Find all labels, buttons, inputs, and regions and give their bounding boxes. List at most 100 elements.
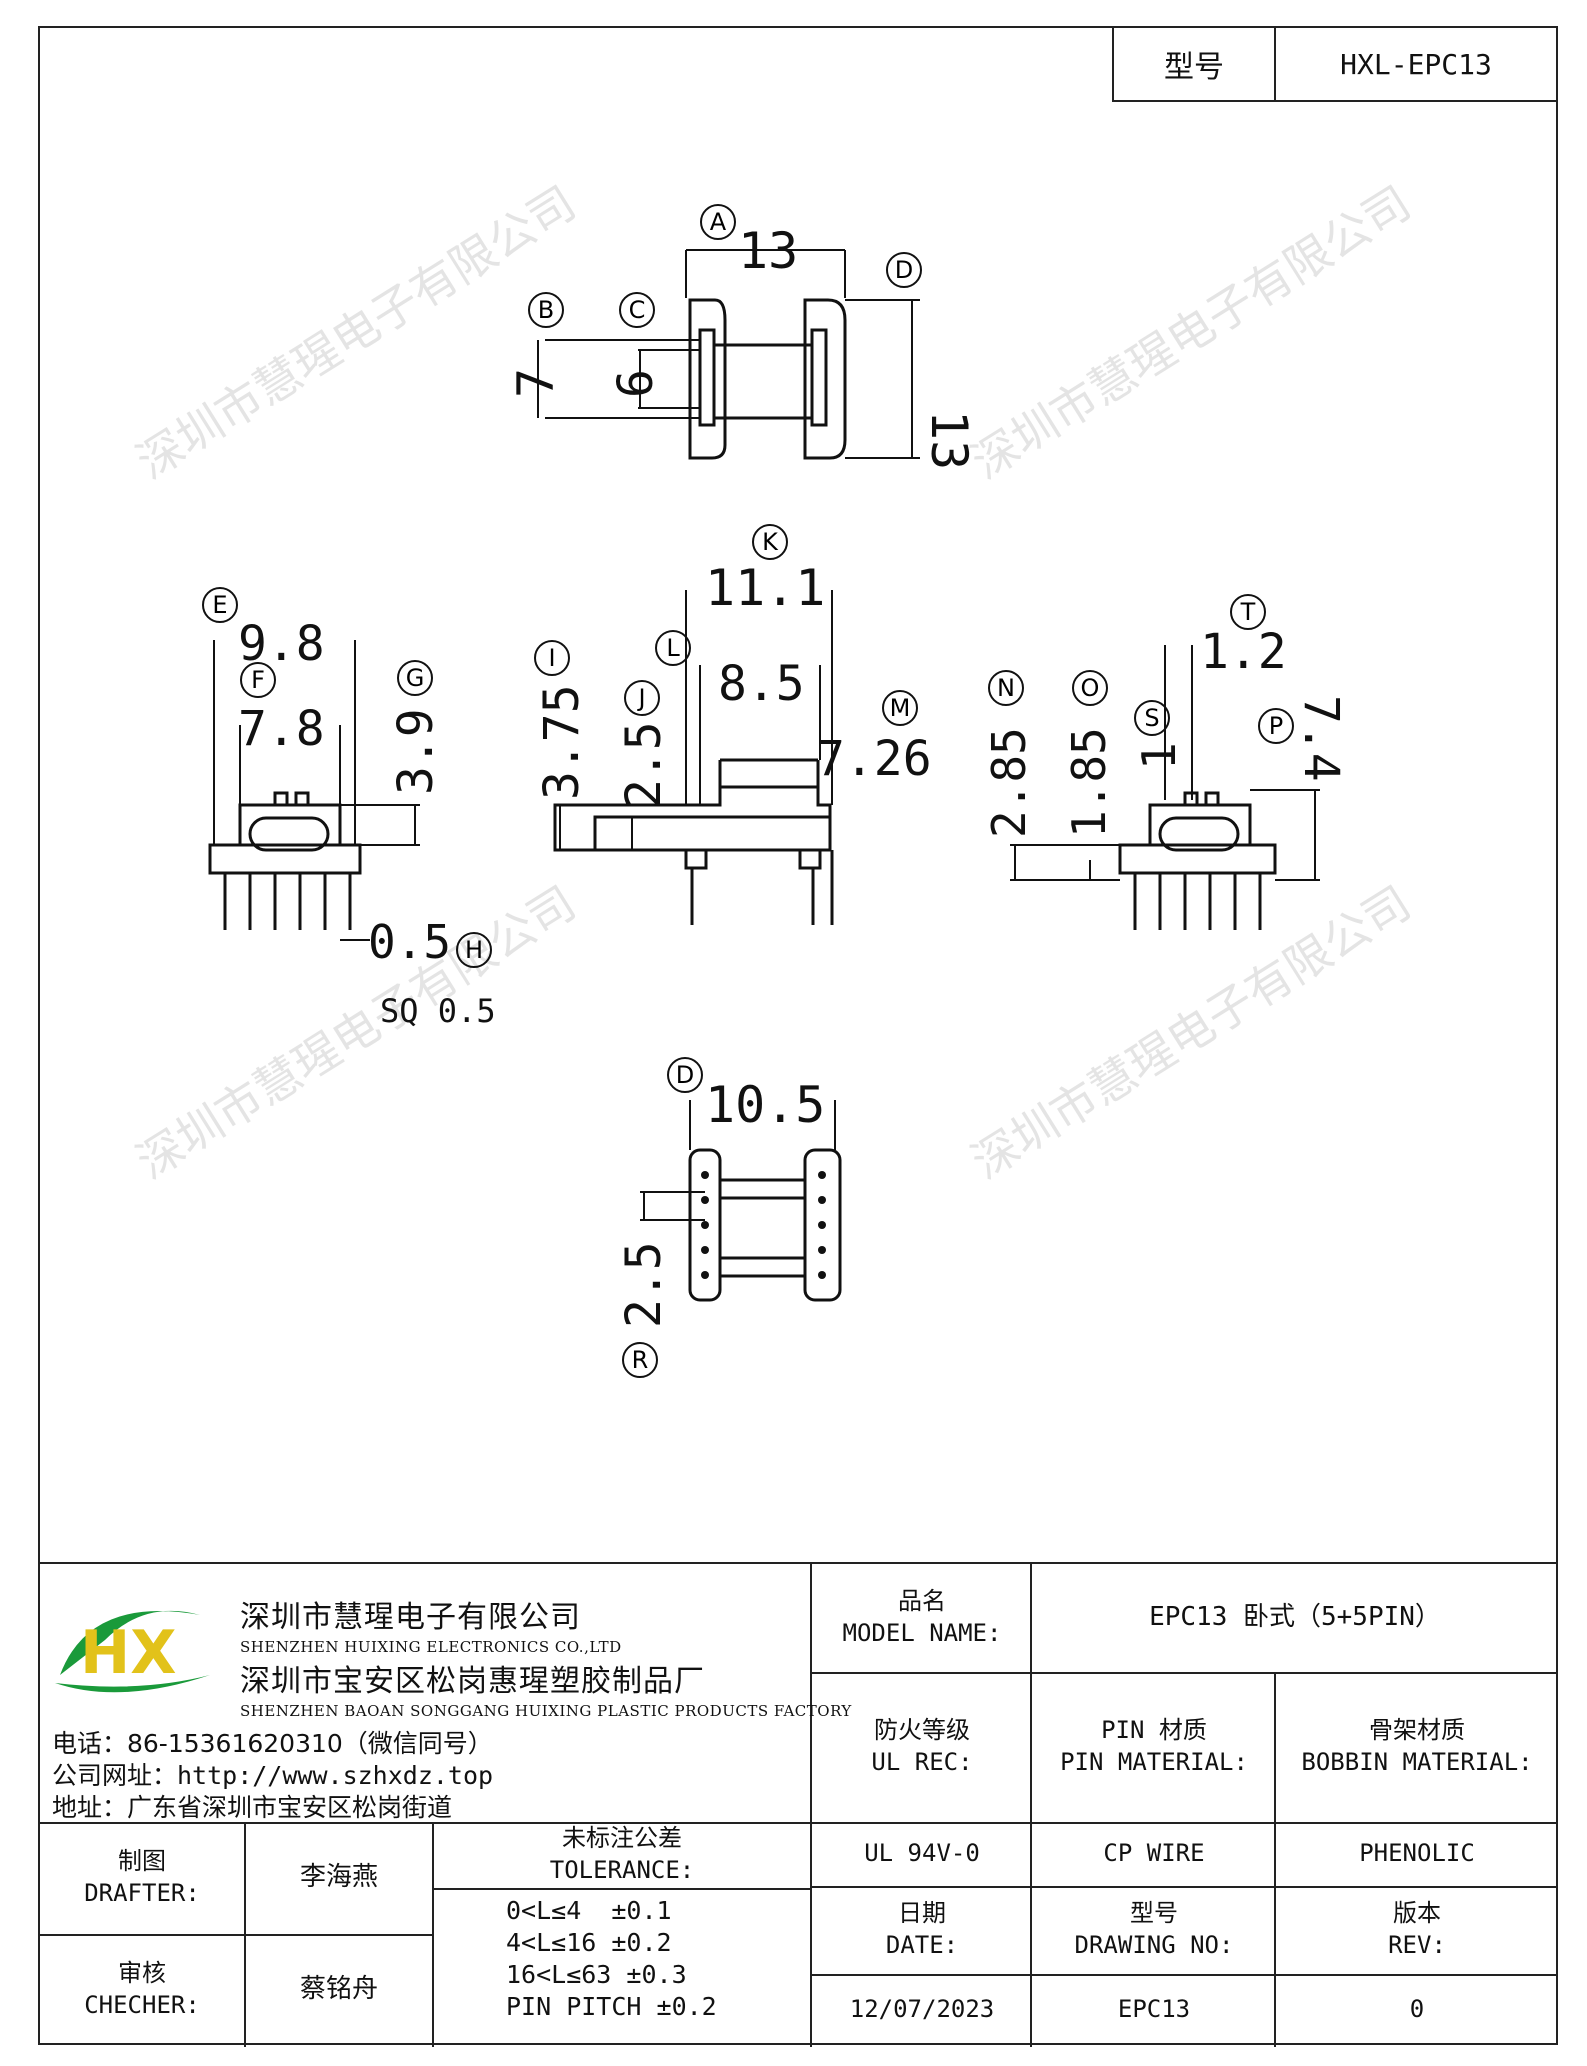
bottom-view-pins: [701, 1171, 826, 1279]
bubble-e: E: [202, 587, 238, 623]
bubble-g: G: [397, 660, 433, 696]
dim-h: 0.5: [368, 915, 451, 969]
svg-text:K: K: [762, 528, 779, 556]
svg-text:N: N: [997, 674, 1015, 702]
dim-m: 7.26: [816, 731, 932, 787]
watermark-1: 深圳市慧瑆电子有限公司: [127, 175, 585, 489]
dim-c: 6: [608, 369, 664, 398]
dim-k: 11.1: [705, 559, 825, 617]
svg-text:B: B: [538, 296, 554, 324]
svg-text:L: L: [666, 634, 680, 662]
bubble-d: D: [886, 252, 922, 288]
contact-website: 公司网址：http://www.szhxdz.top: [52, 1761, 494, 1790]
bubble-d2: D: [667, 1057, 703, 1093]
logo-letters: HX: [80, 1618, 176, 1688]
drawing-no-value: EPC13: [1117, 1995, 1191, 2023]
svg-text:M: M: [890, 694, 911, 722]
tolerance-row-3: 16<L≤63 ±0.3: [506, 1960, 687, 1989]
company-name-en: SHENZHEN HUIXING ELECTRONICS CO.,LTD: [240, 1638, 622, 1656]
tolerance-row-4: PIN PITCH ±0.2: [506, 1992, 717, 2021]
tolerance-list: 0<L≤4 ±0.1 4<L≤16 ±0.2 16<L≤63 ±0.3 PIN …: [506, 1895, 717, 2023]
dim-s: 1: [1132, 742, 1186, 770]
dim-l: 8.5: [718, 656, 805, 712]
dim-d2: 10.5: [705, 1076, 825, 1134]
svg-text:I: I: [548, 644, 555, 672]
dim-r: 2.5: [616, 1241, 672, 1328]
dim-j: 2.5: [616, 721, 672, 808]
dim-b: 7: [507, 368, 565, 398]
svg-text:C: C: [629, 296, 646, 324]
bubble-r: R: [622, 1342, 658, 1378]
left-side-view: [208, 640, 420, 941]
rev-value: 0: [1409, 1995, 1425, 2023]
front-view: [553, 590, 834, 925]
model-value: HXL-EPC13: [1340, 47, 1492, 81]
watermark-2: 深圳市慧瑆电子有限公司: [962, 175, 1420, 489]
factory-name-en: SHENZHEN BAOAN SONGGANG HUIXING PLASTIC …: [240, 1702, 852, 1720]
right-side-view: [1010, 645, 1320, 930]
bubble-h: H: [456, 932, 492, 968]
model-label: 型号: [1114, 28, 1276, 100]
svg-text:R: R: [632, 1346, 649, 1374]
svg-text:H: H: [465, 936, 483, 964]
dim-f: 7.8: [238, 701, 325, 757]
watermark-3: 深圳市慧瑆电子有限公司: [127, 875, 585, 1189]
svg-text:S: S: [1144, 704, 1159, 732]
svg-text:P: P: [1269, 712, 1283, 740]
bubble-f: F: [240, 662, 276, 698]
bottom-view: [640, 1100, 842, 1302]
tolerance-row-2: 4<L≤16 ±0.2: [506, 1928, 672, 1957]
tolerance-row-1: 0<L≤4 ±0.1: [506, 1896, 672, 1925]
svg-text:F: F: [251, 666, 265, 694]
factory-name-cn: 深圳市宝安区松岗惠瑆塑胶制品厂: [240, 1664, 705, 1699]
top-view: [537, 249, 920, 460]
svg-text:E: E: [212, 591, 227, 619]
svg-text:A: A: [710, 208, 727, 236]
bubble-c: C: [619, 292, 655, 328]
dim-n: 2.85: [982, 727, 1036, 838]
pin-material-value: CP WIRE: [1103, 1839, 1205, 1867]
model-name-value: EPC13 卧式（5+5PIN）: [1149, 1602, 1441, 1632]
dim-g: 3.9: [388, 708, 444, 795]
svg-text:J: J: [636, 684, 645, 712]
svg-text:D: D: [676, 1061, 694, 1089]
contact-address: 地址：广东省深圳市宝安区松岗街道: [52, 1793, 453, 1822]
svg-text:G: G: [406, 664, 425, 692]
bubble-t: T: [1230, 594, 1266, 630]
checker-value: 蔡铭舟: [299, 1974, 378, 2004]
contact-phone: 电话：86-15361620310（微信同号）: [52, 1729, 493, 1758]
bubble-j: J: [624, 680, 660, 716]
ul-value: UL 94V-0: [864, 1839, 980, 1867]
bobbin-material-value: PHENOLIC: [1359, 1839, 1475, 1867]
dim-a: 13: [738, 222, 798, 280]
dim-i: 3.75: [534, 684, 590, 800]
dim-d: 13: [920, 410, 978, 470]
bubble-l: L: [655, 630, 691, 666]
model-header: 型号 HXL-EPC13: [1112, 26, 1558, 102]
drawing-frame: [38, 26, 1558, 2045]
dim-t: 1.2: [1200, 624, 1287, 680]
watermark-4: 深圳市慧瑆电子有限公司: [962, 875, 1420, 1189]
bubble-o: O: [1072, 670, 1108, 706]
bubble-p: P: [1258, 708, 1294, 744]
dim-o: 1.85: [1062, 727, 1116, 838]
technical-drawing: 深圳市慧瑆电子有限公司 深圳市慧瑆电子有限公司 深圳市慧瑆电子有限公司 深圳市慧…: [127, 175, 1420, 1378]
date-value: 12/07/2023: [849, 1995, 995, 2023]
svg-text:O: O: [1081, 674, 1100, 702]
dim-sq: SQ 0.5: [380, 992, 496, 1030]
bubble-a: A: [700, 204, 736, 240]
drafter-value: 李海燕: [299, 1862, 378, 1892]
company-logo: HX: [55, 1610, 210, 1693]
bubble-i: I: [534, 640, 570, 676]
bubble-s: S: [1134, 700, 1170, 736]
